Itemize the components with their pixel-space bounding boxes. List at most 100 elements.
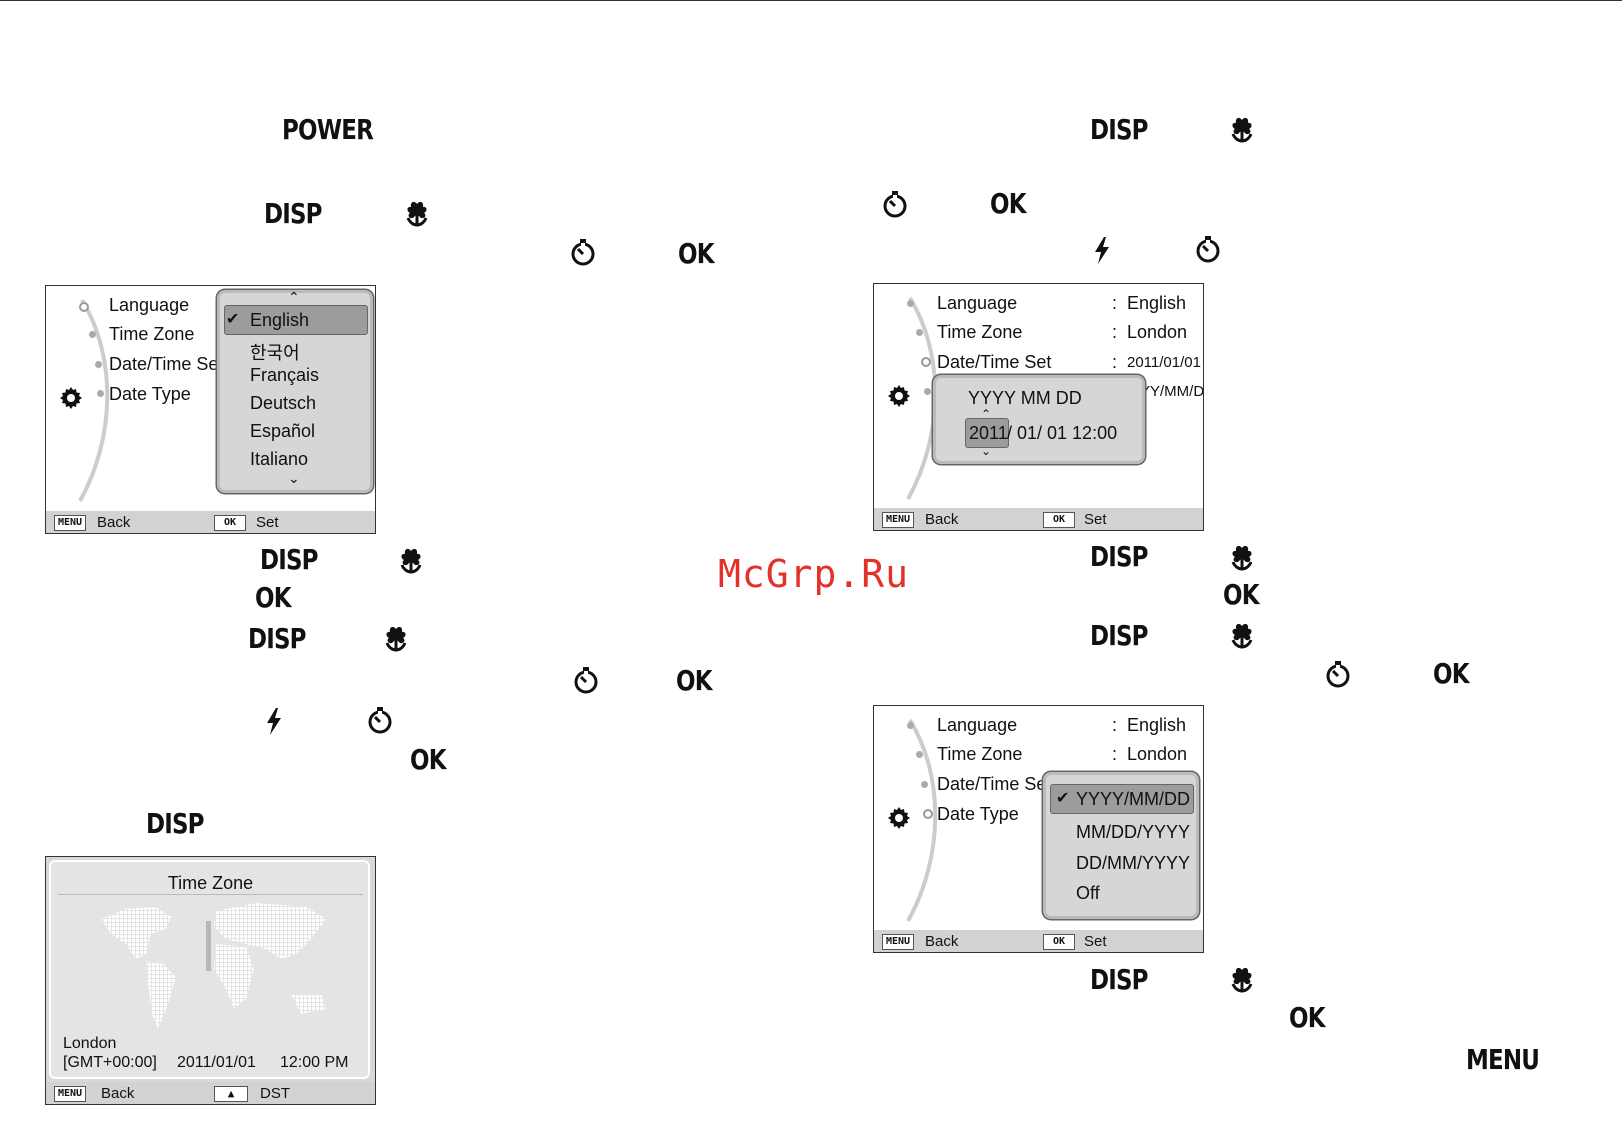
menu-arc — [906, 718, 938, 922]
screen-footer: MENU Back OK Set — [46, 511, 375, 533]
self-timer-icon — [880, 190, 910, 220]
disp-key-label: DISP — [1090, 963, 1149, 996]
city-label: London — [63, 1035, 117, 1052]
menu-item-language[interactable]: Language — [937, 293, 1018, 313]
ok-key-label: OK — [676, 664, 712, 697]
scroll-down-icon[interactable]: ⌄ — [288, 470, 300, 486]
footer-back-label: Back — [101, 1085, 135, 1102]
self-timer-icon — [1193, 235, 1223, 265]
disp-key-label: DISP — [1090, 540, 1149, 573]
footer-back-label: Back — [925, 933, 959, 950]
date-label: 2011/01/01 — [177, 1054, 256, 1071]
world-map[interactable] — [96, 899, 326, 1039]
menu-item-date-time-set[interactable]: Date/Time Set — [109, 354, 224, 374]
gmt-label: [GMT+00:00] — [63, 1054, 157, 1071]
menu-arc — [78, 298, 110, 502]
power-key-label: POWER — [282, 113, 374, 146]
option-italian[interactable]: Italiano — [250, 449, 309, 469]
option-dd-mm-yyyy[interactable]: DD/MM/YYYY — [1076, 853, 1191, 873]
menu-item-language[interactable]: Language — [109, 295, 190, 315]
self-timer-icon — [365, 706, 395, 736]
language-value: English — [1127, 715, 1187, 735]
menu-dot — [79, 302, 89, 312]
disp-key-label: DISP — [1090, 113, 1149, 146]
menu-key-label: MENU — [1466, 1043, 1540, 1076]
colon: : — [1112, 744, 1118, 764]
footer-set-label: Set — [1084, 933, 1107, 950]
increment-icon[interactable]: ⌃ — [981, 407, 992, 421]
ok-key-label: OK — [1433, 657, 1469, 690]
menu-item-date-type[interactable]: Date Type — [109, 384, 191, 404]
decrement-icon[interactable]: ⌄ — [981, 444, 992, 458]
up-arrow-icon[interactable]: ▲ — [214, 1086, 248, 1102]
colon: : — [1112, 715, 1118, 735]
menu-button-badge[interactable]: MENU — [54, 515, 87, 531]
ok-button-badge[interactable]: OK — [1043, 512, 1075, 528]
option-spanish[interactable]: Español — [250, 421, 316, 441]
menu-dot — [923, 809, 933, 819]
menu-dot — [89, 331, 96, 338]
ok-key-label: OK — [1289, 1001, 1325, 1034]
time-zone-value: London — [1127, 322, 1188, 342]
menu-item-time-zone[interactable]: Time Zone — [109, 324, 195, 344]
disp-key-label: DISP — [264, 197, 323, 230]
option-french[interactable]: Français — [250, 365, 320, 385]
option-yyyy-mm-dd[interactable]: YYYY/MM/DD — [1076, 789, 1191, 809]
watermark: McGrp.Ru — [718, 552, 910, 596]
option-german[interactable]: Deutsch — [250, 393, 317, 413]
format-header: YYYY MM DD — [968, 388, 1082, 408]
flash-icon — [259, 706, 289, 736]
colon: : — [1112, 293, 1118, 313]
language-dropdown[interactable]: ⌃ ✔ English 한국어 Français Deutsch Español… — [217, 289, 373, 493]
year-field[interactable]: 2011 — [969, 423, 1008, 443]
disp-key-label: DISP — [248, 622, 307, 655]
footer-dst-label: DST — [260, 1085, 290, 1102]
ok-button-badge[interactable]: OK — [1043, 934, 1075, 950]
option-mm-dd-yyyy[interactable]: MM/DD/YYYY — [1076, 822, 1191, 842]
menu-item-date-time-set[interactable]: Date/Time Se — [937, 774, 1047, 794]
macro-flower-icon — [1227, 542, 1257, 572]
date-time-editor[interactable]: YYYY MM DD ⌃ 2011 / 01/ 01 12:00 ⌄ — [933, 375, 1145, 464]
self-timer-icon — [1323, 660, 1353, 690]
menu-button-badge[interactable]: MENU — [882, 934, 915, 950]
time-zone-screen: Time Zone London [GMT+00:00] 2011/01/01 … — [45, 856, 376, 1105]
scroll-up-icon[interactable]: ⌃ — [288, 289, 300, 305]
menu-button-badge[interactable]: MENU — [54, 1086, 87, 1102]
menu-item-language[interactable]: Language — [937, 715, 1018, 735]
disp-key-label: DISP — [1090, 619, 1149, 652]
ok-button-badge[interactable]: OK — [214, 515, 246, 531]
ok-key-label: OK — [990, 187, 1026, 220]
option-korean[interactable]: 한국어 — [250, 343, 300, 363]
menu-button-badge[interactable]: MENU — [882, 512, 915, 528]
language-screen: Language Time Zone Date/Time Set Date Ty… — [45, 285, 376, 534]
footer-set-label: Set — [1084, 511, 1107, 528]
menu-item-date-type[interactable]: Date Type — [937, 804, 1019, 824]
time-zone-value: London — [1127, 744, 1188, 764]
option-english[interactable]: English — [250, 310, 310, 330]
menu-dot — [907, 722, 914, 729]
disp-key-label: DISP — [260, 543, 319, 576]
menu-item-date-time-set[interactable]: Date/Time Set — [937, 352, 1052, 372]
page-top-rule — [0, 0, 1622, 1]
time-zone-title: Time Zone — [167, 873, 254, 893]
disp-key-label: DISP — [146, 807, 205, 840]
option-off[interactable]: Off — [1076, 883, 1100, 903]
screen-footer: MENU Back OK Set — [874, 508, 1203, 530]
macro-flower-icon — [1227, 964, 1257, 994]
selection-highlight — [224, 305, 368, 335]
date-type-dropdown[interactable]: ✔ YYYY/MM/DD MM/DD/YYYY DD/MM/YYYY Off — [1043, 772, 1199, 919]
language-value: English — [1127, 293, 1187, 313]
self-timer-icon — [568, 238, 598, 268]
ok-key-label: OK — [678, 237, 714, 270]
screen-footer: MENU Back OK Set — [874, 930, 1203, 952]
screen-footer: MENU Back ▲ DST — [46, 1082, 375, 1104]
menu-dot — [916, 329, 923, 336]
settings-gear-icon — [887, 806, 911, 830]
date-type-screen: Language : English Time Zone : London Da… — [873, 705, 1204, 953]
footer-back-label: Back — [925, 511, 959, 528]
month-day-time-fields[interactable]: / 01/ 01 12:00 — [1007, 423, 1118, 443]
menu-item-time-zone[interactable]: Time Zone — [937, 322, 1023, 342]
settings-gear-icon — [59, 386, 83, 410]
flash-icon — [1087, 235, 1117, 265]
menu-item-time-zone[interactable]: Time Zone — [937, 744, 1023, 764]
